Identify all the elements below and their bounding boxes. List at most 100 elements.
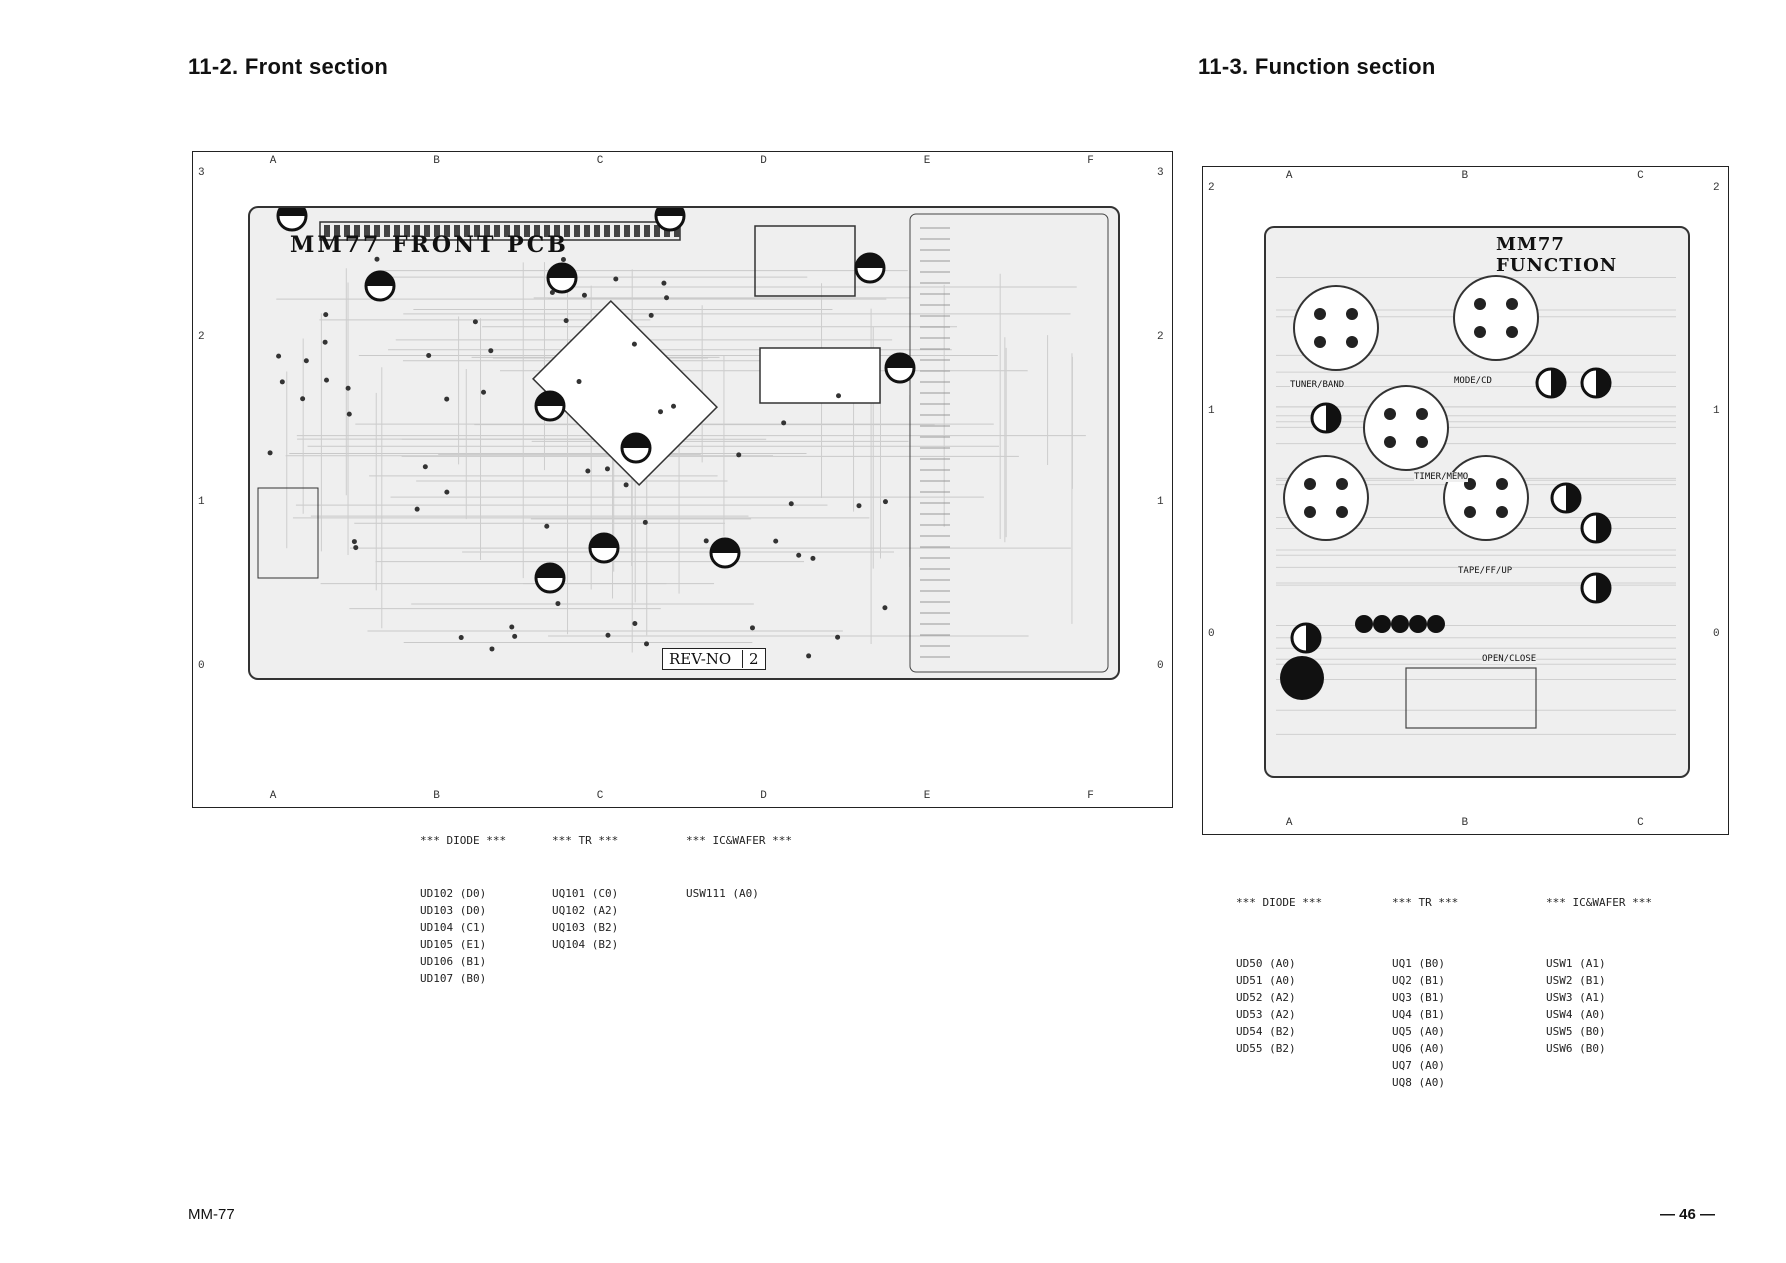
front-col-label: A	[269, 155, 277, 167]
front-row-label: 0	[1157, 659, 1164, 672]
switch-label: TAPE/FF/UP	[1458, 566, 1513, 576]
solder-pad	[810, 555, 816, 561]
function-col-label: B	[1461, 817, 1469, 829]
solder-pad	[703, 538, 709, 544]
list-item: UD107 (B0)	[420, 972, 487, 985]
list-item: UD51 (A0)	[1236, 974, 1296, 987]
main-ic	[532, 300, 718, 486]
list-item: UQ1 (B0)	[1392, 957, 1445, 970]
connector-pin	[514, 225, 520, 237]
connector-pin	[434, 225, 440, 237]
function-row-label: 2	[1208, 182, 1215, 194]
list-item: UQ6 (A0)	[1392, 1042, 1445, 1055]
front-row-label: 0	[198, 659, 205, 672]
capacitor-fill	[856, 254, 884, 268]
solder-pad	[856, 503, 862, 509]
front-tr-header: *** TR ***	[552, 834, 619, 847]
solder-pad	[631, 341, 637, 347]
power-switch-area	[257, 487, 319, 579]
list-item: UD53 (A2)	[1236, 1008, 1296, 1021]
led	[1304, 478, 1316, 490]
solder-pad	[613, 276, 619, 282]
solder-pad	[644, 641, 650, 647]
solder-pad	[322, 339, 328, 345]
connector-pin	[454, 225, 460, 237]
connector-pin	[374, 225, 380, 237]
ic-ucw2	[759, 347, 881, 404]
front-row-label: 1	[1157, 495, 1164, 508]
connector-pin	[354, 225, 360, 237]
function-pcb-artwork	[1276, 275, 1676, 735]
footer-page-number: — 46 —	[1660, 1206, 1716, 1223]
solder-pad	[549, 289, 555, 295]
solder-pad	[414, 506, 420, 512]
function-row-label: 0	[1713, 628, 1720, 640]
led	[1474, 326, 1486, 338]
solder-pad	[658, 409, 664, 415]
led	[1314, 308, 1326, 320]
capacitor-fill	[711, 539, 739, 553]
solder-pad	[664, 295, 670, 301]
led	[1464, 506, 1476, 518]
function-ic-header: *** IC&WAFER ***	[1546, 896, 1652, 909]
solder-pad	[576, 379, 582, 385]
capacitor-fill	[1326, 404, 1340, 432]
solder-pad	[276, 353, 282, 359]
function-col-label: A	[1285, 817, 1293, 829]
led	[1346, 308, 1358, 320]
solder-pad	[661, 280, 667, 286]
solder-pad	[279, 379, 285, 385]
function-row-label: 2	[1713, 182, 1720, 194]
transistor	[1391, 615, 1409, 633]
transistor	[1373, 615, 1391, 633]
capacitor-fill	[622, 434, 650, 448]
list-item: UQ3 (B1)	[1392, 991, 1445, 1004]
connector-pin	[324, 225, 330, 237]
solder-pad	[788, 501, 794, 507]
button-pad	[1453, 275, 1539, 361]
connector-pin	[624, 225, 630, 237]
solder-pad	[736, 452, 742, 458]
button-pad	[1363, 385, 1449, 471]
rev-number-box: REV-NO 2	[662, 648, 766, 670]
capacitor-fill	[886, 354, 914, 368]
function-ic-items: USW1 (A1)USW2 (B1)USW3 (A1)USW4 (A0)USW5…	[1546, 955, 1652, 1057]
function-col-label: A	[1285, 170, 1293, 182]
connector-pin	[674, 225, 680, 237]
list-item: UQ4 (B1)	[1392, 1008, 1445, 1021]
solder-pad	[604, 466, 610, 472]
capacitor-fill	[366, 272, 394, 286]
connector-pin	[544, 225, 550, 237]
connector-pin	[534, 225, 540, 237]
front-col-label: D	[760, 155, 767, 167]
front-col-label: F	[1087, 790, 1094, 802]
led	[1304, 506, 1316, 518]
function-col-label: C	[1637, 170, 1644, 182]
button-pad	[1443, 455, 1529, 541]
connector-pin	[444, 225, 450, 237]
solder-pad	[346, 411, 352, 417]
solder-pad	[509, 624, 515, 630]
connector-pin	[424, 225, 430, 237]
led	[1384, 408, 1396, 420]
solder-pad	[488, 348, 494, 354]
right-connector-area	[909, 213, 1109, 673]
capacitor-fill	[278, 208, 306, 216]
solder-pad	[605, 632, 611, 638]
switch-label: OPEN/CLOSE	[1482, 654, 1537, 664]
function-row-label: 1	[1208, 405, 1215, 417]
solder-pad	[773, 538, 779, 544]
front-ic-items: USW111 (A0)	[686, 885, 792, 902]
connector-pin	[494, 225, 500, 237]
function-ic-list: *** IC&WAFER *** USW1 (A1)USW2 (B1)USW3 …	[1546, 896, 1652, 1057]
rev-value: 2	[741, 650, 759, 668]
solder-pad	[581, 292, 587, 298]
led	[1474, 298, 1486, 310]
connector-pin	[364, 225, 370, 237]
function-tr-items: UQ1 (B0)UQ2 (B1)UQ3 (B1)UQ4 (B1)UQ5 (A0)…	[1392, 955, 1458, 1091]
list-item: USW5 (B0)	[1546, 1025, 1606, 1038]
transistor	[1427, 615, 1445, 633]
capacitor-fill	[548, 264, 576, 278]
solder-pad	[422, 464, 428, 470]
capacitor-fill	[590, 534, 618, 548]
